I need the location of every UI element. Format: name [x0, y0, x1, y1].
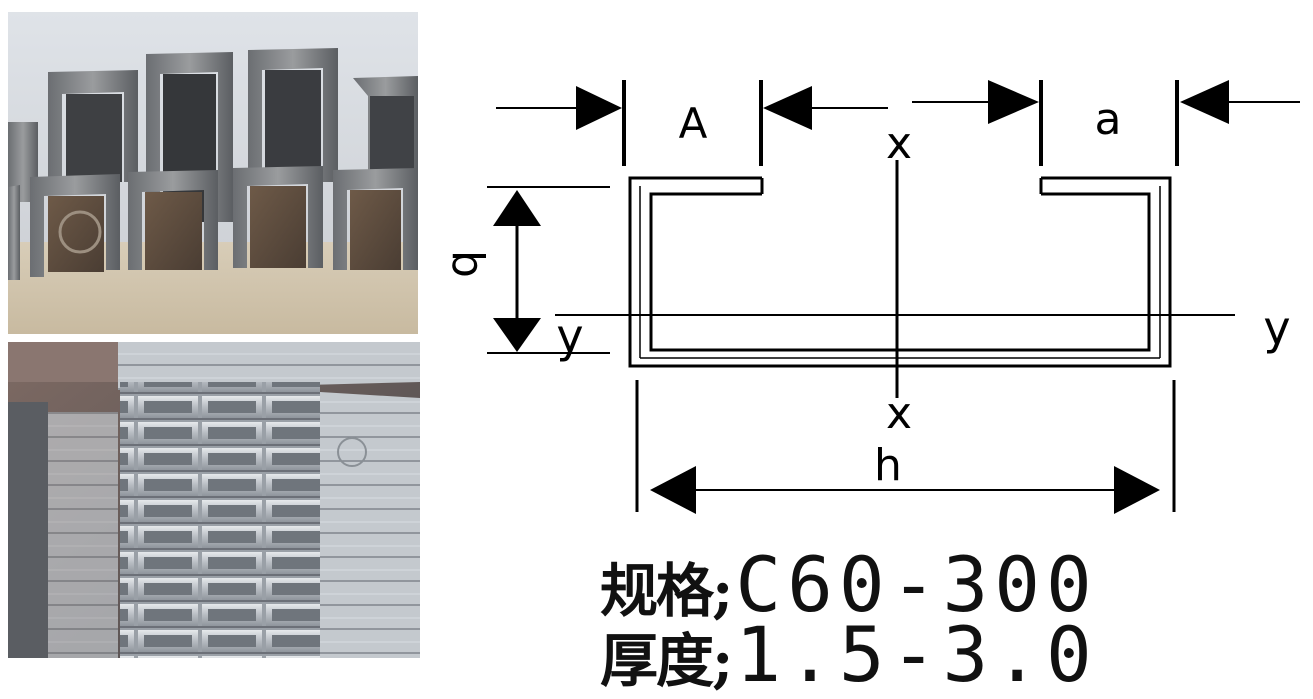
spec-thickness-label: 厚度; [600, 627, 733, 695]
label-lip-a: a [1095, 94, 1122, 145]
label-y-right: y [1263, 301, 1290, 355]
label-x-bottom: x [886, 388, 912, 439]
label-x-top: x [886, 118, 912, 169]
dim-b-top-arrowhead [493, 190, 541, 226]
dim-h-right-arrowhead [1114, 466, 1160, 514]
label-y-left: y [556, 309, 583, 363]
label-A: A [679, 99, 708, 148]
dim-lip-right-arrowhead [1180, 80, 1229, 124]
c-channel-outer-profile [628, 176, 1172, 368]
label-h: h [874, 440, 902, 491]
steel-profiles-photo [8, 12, 418, 334]
c-channel-cross-section-diagram: A a x x y y b h [442, 80, 1300, 514]
dim-a-left-arrowhead [576, 86, 622, 130]
dim-lip-left-arrowhead [988, 80, 1039, 124]
dim-a-right-arrowhead [763, 86, 812, 130]
dim-h-left-arrowhead [650, 466, 696, 514]
spec-thickness-value: 1.5-3.0 [735, 610, 1098, 699]
spec-size-label: 规格; [600, 557, 733, 625]
label-b: b [442, 250, 493, 278]
c-channel-inner-profile [649, 192, 1151, 352]
galvanized-stack-photo [8, 342, 420, 658]
spec-size-value: C60-300 [735, 540, 1098, 629]
dim-b-bottom-arrowhead [493, 318, 541, 352]
spec-thickness-line: 厚度;1.5-3.0 [600, 610, 1098, 699]
spec-size-line: 规格;C60-300 [600, 540, 1098, 629]
